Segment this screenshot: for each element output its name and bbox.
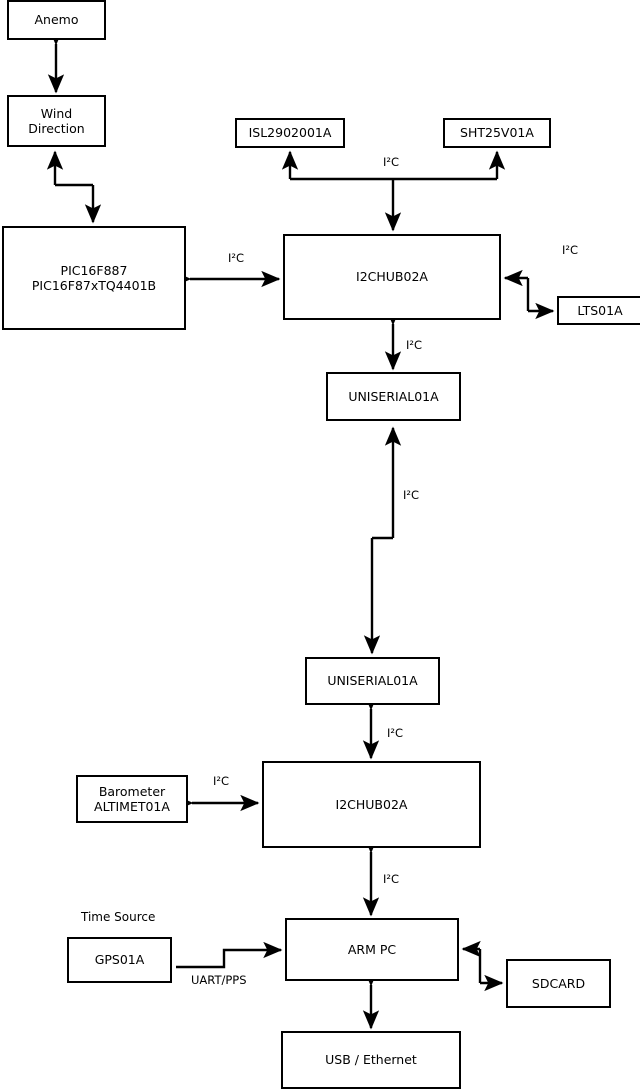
node-pic-mcu-label: PIC16F887 PIC16F87xTQ4401B bbox=[31, 262, 157, 293]
node-gps01a-label: GPS01A bbox=[94, 952, 145, 968]
node-uniserial01a-upper-label: UNISERIAL01A bbox=[348, 388, 439, 404]
label-time-source: Time Source bbox=[81, 910, 156, 924]
node-sdcard[interactable]: SDCARD bbox=[506, 959, 611, 1008]
node-uniserial01a-upper[interactable]: UNISERIAL01A bbox=[326, 372, 461, 421]
node-arm-pc-label: ARM PC bbox=[347, 941, 397, 957]
node-arm-pc[interactable]: ARM PC bbox=[285, 918, 459, 981]
node-i2chub02a-top-label: I2CHUB02A bbox=[356, 269, 428, 285]
edge-label-i2c-hub-armpc: I²C bbox=[383, 872, 400, 886]
edge-label-i2c-hub-lts: I²C bbox=[562, 243, 579, 257]
edge-label-i2c-hub-sensors: I²C bbox=[383, 155, 400, 169]
node-pic-mcu[interactable]: PIC16F887 PIC16F87xTQ4401B bbox=[2, 226, 186, 330]
node-usb-ethernet[interactable]: USB / Ethernet bbox=[281, 1031, 461, 1089]
node-usb-ethernet-label: USB / Ethernet bbox=[325, 1052, 417, 1068]
node-anemo-label: Anemo bbox=[34, 12, 79, 28]
node-sht25v01a[interactable]: SHT25V01A bbox=[443, 118, 551, 148]
edge-label-i2c-uniserial2-hub: I²C bbox=[387, 726, 404, 740]
edge-label-uart-pps: UART/PPS bbox=[191, 973, 247, 987]
node-uniserial01a-lower[interactable]: UNISERIAL01A bbox=[305, 657, 440, 705]
node-wind-direction-label: Wind Direction bbox=[28, 105, 85, 136]
node-gps01a[interactable]: GPS01A bbox=[67, 937, 172, 983]
edge-label-i2c-barometer-hub: I²C bbox=[213, 774, 230, 788]
connector-gps-armpc bbox=[176, 941, 283, 969]
node-barometer-altimet01a[interactable]: Barometer ALTIMET01A bbox=[76, 775, 188, 823]
node-sht25v01a-label: SHT25V01A bbox=[460, 125, 534, 141]
node-lts01a[interactable]: LTS01A bbox=[557, 296, 640, 325]
node-isl2902001a-label: ISL2902001A bbox=[248, 125, 332, 141]
node-i2chub02a-bottom[interactable]: I2CHUB02A bbox=[262, 761, 481, 848]
node-lts01a-label: LTS01A bbox=[577, 302, 623, 318]
node-isl2902001a[interactable]: ISL2902001A bbox=[235, 118, 345, 148]
node-uniserial01a-lower-label: UNISERIAL01A bbox=[327, 673, 418, 689]
edge-label-i2c-hub-uniserial1: I²C bbox=[406, 338, 423, 352]
node-sdcard-label: SDCARD bbox=[531, 975, 586, 991]
node-anemo[interactable]: Anemo bbox=[7, 0, 106, 40]
node-i2chub02a-top[interactable]: I2CHUB02A bbox=[283, 234, 501, 320]
node-barometer-altimet01a-label: Barometer ALTIMET01A bbox=[94, 783, 170, 814]
edge-label-i2c-uniserial-link: I²C bbox=[403, 488, 420, 502]
edge-label-i2c-pic-hub: I²C bbox=[228, 251, 245, 265]
node-wind-direction[interactable]: Wind Direction bbox=[7, 95, 106, 147]
node-i2chub02a-bottom-label: I2CHUB02A bbox=[335, 796, 408, 812]
